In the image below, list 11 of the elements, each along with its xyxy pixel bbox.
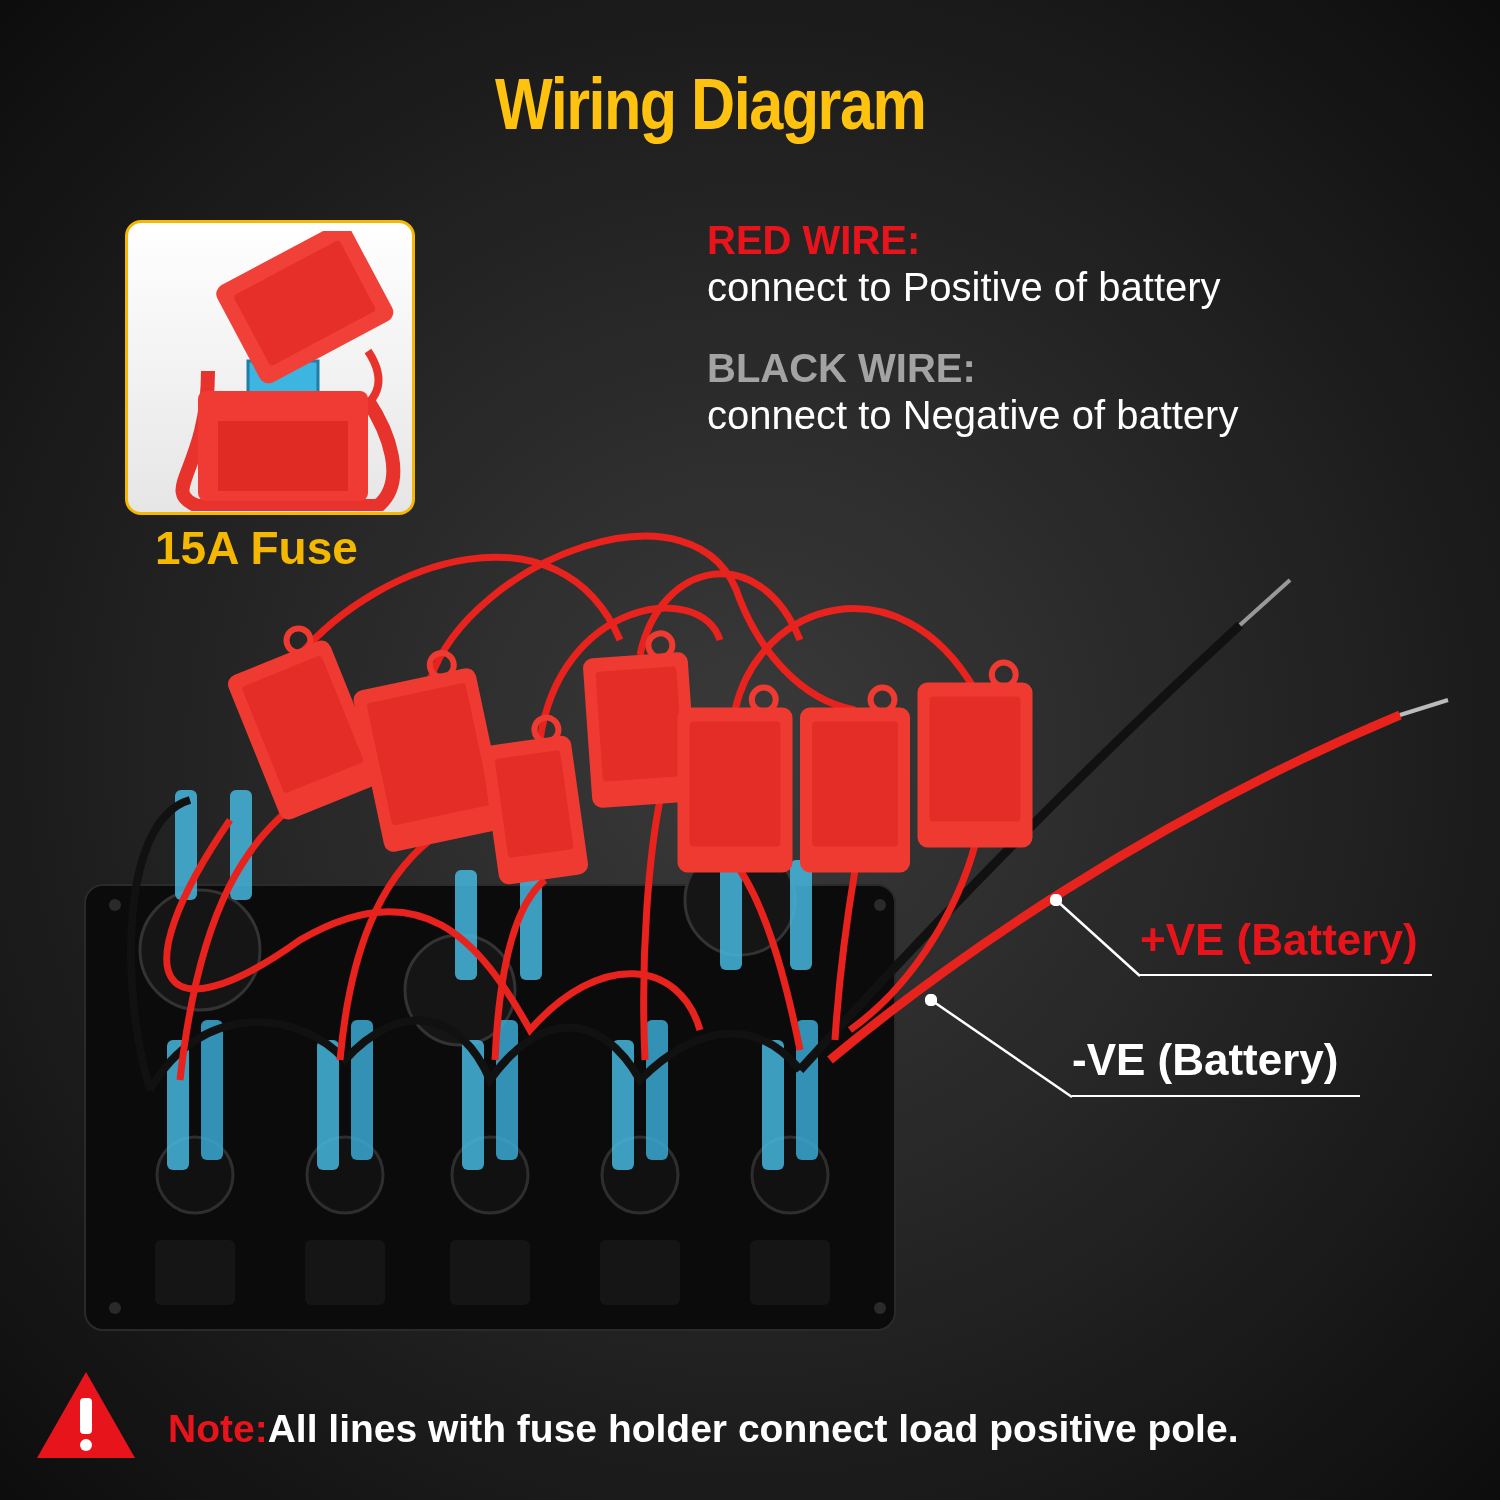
note-heading: Note:: [168, 1406, 268, 1452]
wire-description: connect to Positive of battery: [707, 264, 1221, 311]
wire-description: connect to Negative of battery: [707, 392, 1239, 439]
leader-line: [924, 993, 1073, 1099]
note-text: All lines with fuse holder connect load positive pole.: [267, 1406, 1239, 1452]
wire-heading: BLACK WIRE:: [707, 345, 976, 392]
leader-line: [1049, 893, 1141, 977]
battery-label: +VE (Battery): [1140, 912, 1432, 976]
battery-label: -VE (Battery): [1072, 1032, 1360, 1097]
fuse-caption: 15A Fuse: [155, 521, 358, 576]
wire-heading: RED WIRE:: [707, 217, 921, 264]
